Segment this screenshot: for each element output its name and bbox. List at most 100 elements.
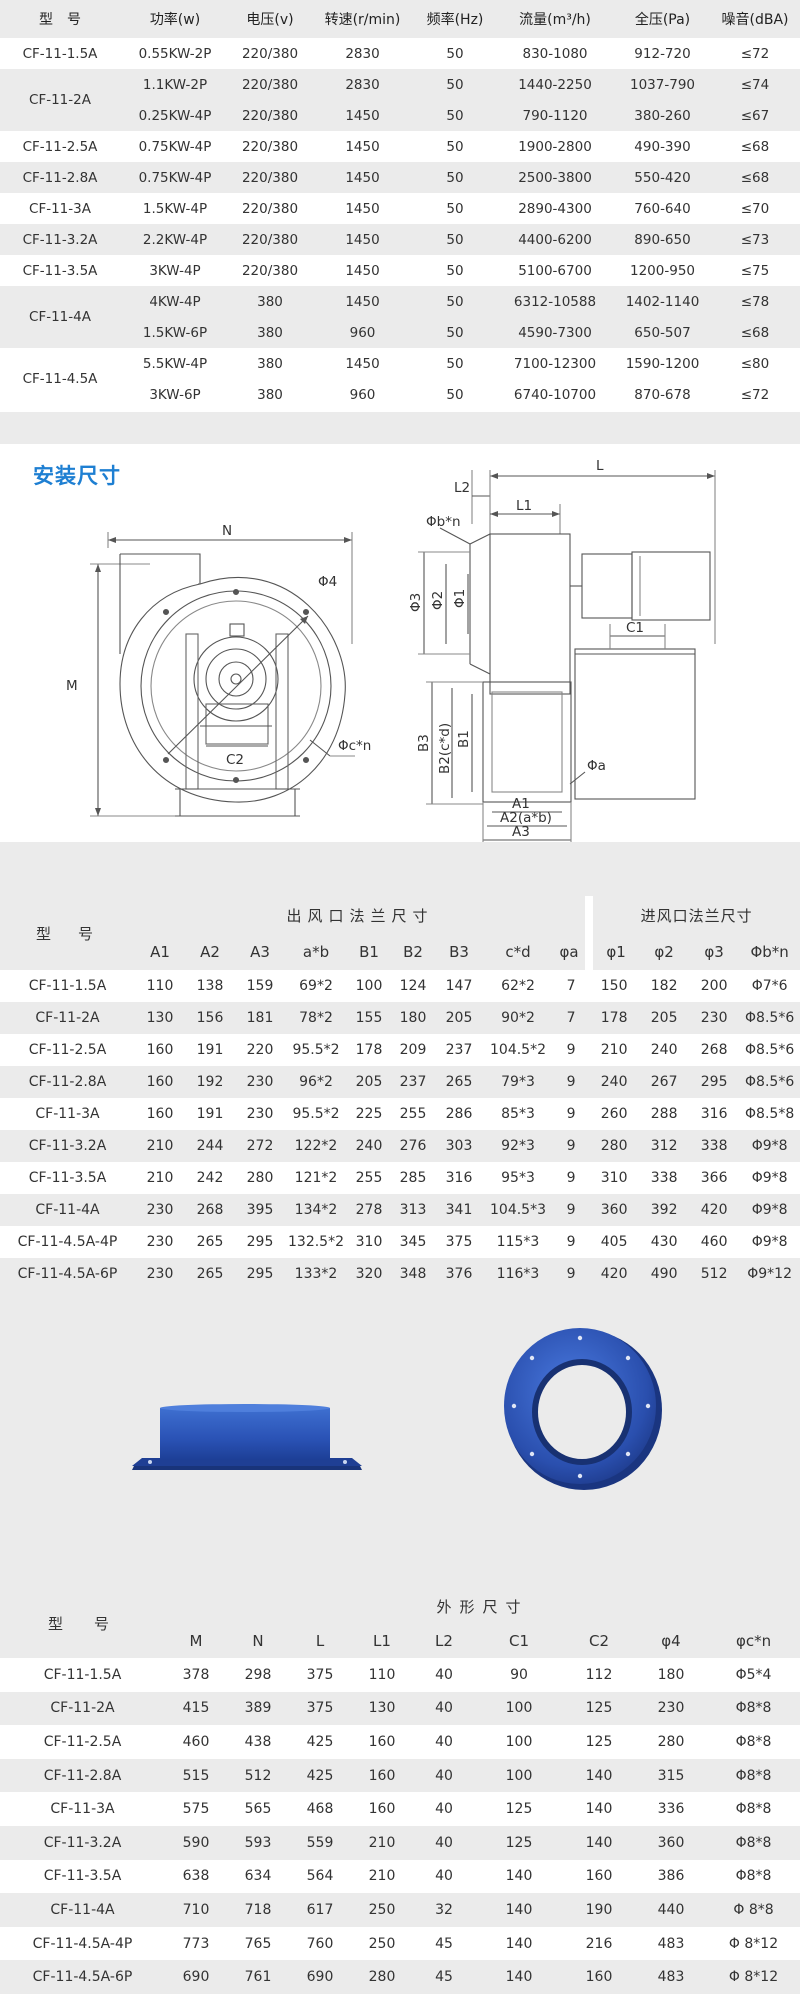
phi4-cell: 440	[657, 1901, 685, 1918]
phi-b-n-cell: Φ8.5*6	[745, 1042, 795, 1058]
N-cell: 593	[244, 1834, 272, 1851]
phi-a-cell: 9	[566, 1138, 576, 1154]
C2-cell: 216	[585, 1935, 613, 1952]
model-cell: CF-11-2.5A	[28, 1042, 107, 1058]
L1-cell: 210	[368, 1834, 396, 1851]
fan-spec-table: 型 号 功率(w) 电压(v) 转速(r/min) 频率(Hz) 流量(m³/h…	[0, 0, 800, 410]
power-cell: 1.5KW-6P	[142, 324, 208, 341]
phi-b-n-cell: Φ9*8	[751, 1170, 788, 1186]
outer-dimension-table: 型 号 外形尺寸 M N L L1 L2 C1 C2 φ4 φc*n CF-11…	[0, 1588, 800, 1994]
model-cell: CF-11-2.8A	[22, 169, 98, 186]
flange-ring-photo	[504, 1328, 662, 1490]
C1-cell: 125	[505, 1801, 533, 1818]
a-b-cell: 133*2	[294, 1266, 338, 1282]
frequency-cell: 50	[446, 76, 464, 93]
A1-cell: 160	[146, 1074, 174, 1090]
L2-cell: 40	[435, 1767, 453, 1784]
M-cell: 575	[182, 1801, 210, 1818]
L-cell: 425	[306, 1767, 334, 1784]
frequency-cell: 50	[446, 355, 464, 372]
speed-cell: 2830	[345, 45, 380, 62]
phi2-cell: 205	[650, 1010, 678, 1026]
frequency-cell: 50	[446, 138, 464, 155]
phi2-cell: 338	[650, 1170, 678, 1186]
c-d-cell: 79*3	[501, 1074, 535, 1090]
phi2-cell: 288	[650, 1106, 678, 1122]
model-cell: CF-11-4.5A-4P	[32, 1935, 133, 1952]
c-d-cell: 116*3	[496, 1266, 540, 1282]
model-cell: CF-11-3.5A	[28, 1170, 107, 1186]
drawing-labels: N M Φ4 C2 Φc*n L L2 L1 Φb*n C1 Φa A1 A2(…	[66, 458, 644, 840]
phi2-cell: 312	[650, 1138, 678, 1154]
B3-cell: 375	[445, 1234, 473, 1250]
model-cell: CF-11-4.5A-6P	[17, 1266, 118, 1282]
L2-cell: 40	[435, 1834, 453, 1851]
C2-cell: 125	[585, 1733, 613, 1750]
phi3-cell: 460	[700, 1234, 728, 1250]
M-cell: 710	[182, 1901, 210, 1918]
A3-cell: 181	[246, 1010, 274, 1026]
voltage-cell: 380	[257, 355, 283, 372]
B3-cell: 237	[445, 1042, 473, 1058]
A1-cell: 110	[146, 978, 174, 994]
flow-cell: 7100-12300	[513, 355, 597, 372]
label-M: M	[66, 678, 78, 694]
phi-c-n-cell: Φ8*8	[735, 1868, 772, 1885]
B2-cell: 255	[399, 1106, 427, 1122]
phi1-cell: 178	[600, 1010, 628, 1026]
noise-cell: ≤68	[740, 324, 770, 341]
phi1-cell: 210	[600, 1042, 628, 1058]
power-cell: 2.2KW-4P	[142, 231, 208, 248]
A2-cell: 268	[196, 1202, 224, 1218]
phi4-cell: 180	[657, 1666, 685, 1683]
phi4-cell: 483	[657, 1935, 685, 1952]
speed-cell: 1450	[345, 138, 380, 155]
speed-cell: 960	[349, 324, 376, 341]
phi1-cell: 260	[600, 1106, 628, 1122]
noise-cell: ≤78	[740, 293, 770, 310]
L2-cell: 40	[435, 1801, 453, 1818]
label-B2: B2(c*d)	[437, 723, 453, 774]
pressure-cell: 870-678	[634, 386, 691, 403]
A1-cell: 230	[146, 1266, 174, 1282]
c-d-cell: 104.5*2	[490, 1042, 546, 1058]
flow-cell: 2890-4300	[518, 200, 592, 217]
L2-cell: 40	[435, 1700, 453, 1717]
speed-cell: 1450	[345, 355, 380, 372]
frequency-cell: 50	[446, 293, 464, 310]
A2-cell: 192	[196, 1074, 224, 1090]
B3-cell: 316	[445, 1170, 473, 1186]
flow-cell: 4400-6200	[518, 231, 592, 248]
A2-cell: 265	[196, 1234, 224, 1250]
L2-cell: 40	[435, 1733, 453, 1750]
label-phi4: Φ4	[318, 574, 337, 590]
A3-cell: 395	[246, 1202, 274, 1218]
phi-c-n-cell: Φ 8*12	[728, 1935, 779, 1952]
model-cell: CF-11-3A	[50, 1801, 115, 1818]
phi3-cell: 268	[700, 1042, 728, 1058]
label-C1: C1	[626, 620, 644, 636]
label-phi1: Φ1	[452, 589, 468, 608]
side-view-drawing	[418, 470, 716, 842]
model-cell: CF-11-4.5A	[22, 371, 98, 387]
model-cell: CF-11-3A	[29, 200, 91, 217]
subheader-L2: L2	[435, 1632, 453, 1650]
L-cell: 559	[306, 1834, 334, 1851]
a-b-cell: 121*2	[294, 1170, 338, 1186]
c-d-cell: 90*2	[501, 1010, 535, 1026]
pressure-cell: 650-507	[634, 324, 691, 341]
power-cell: 3KW-4P	[149, 262, 201, 279]
header-flow: 流量(m³/h)	[519, 12, 591, 28]
install-drawing: N M Φ4 C2 Φc*n L L2 L1 Φb*n C1 Φa A1 A2(…	[66, 458, 716, 842]
front-view-drawing	[90, 532, 355, 817]
model-cell: CF-11-4A	[35, 1202, 100, 1218]
subheader-B1: B1	[359, 943, 379, 961]
noise-cell: ≤74	[740, 76, 770, 93]
model-cell: CF-11-4.5A-6P	[32, 1969, 133, 1986]
L2-cell: 40	[435, 1666, 453, 1683]
